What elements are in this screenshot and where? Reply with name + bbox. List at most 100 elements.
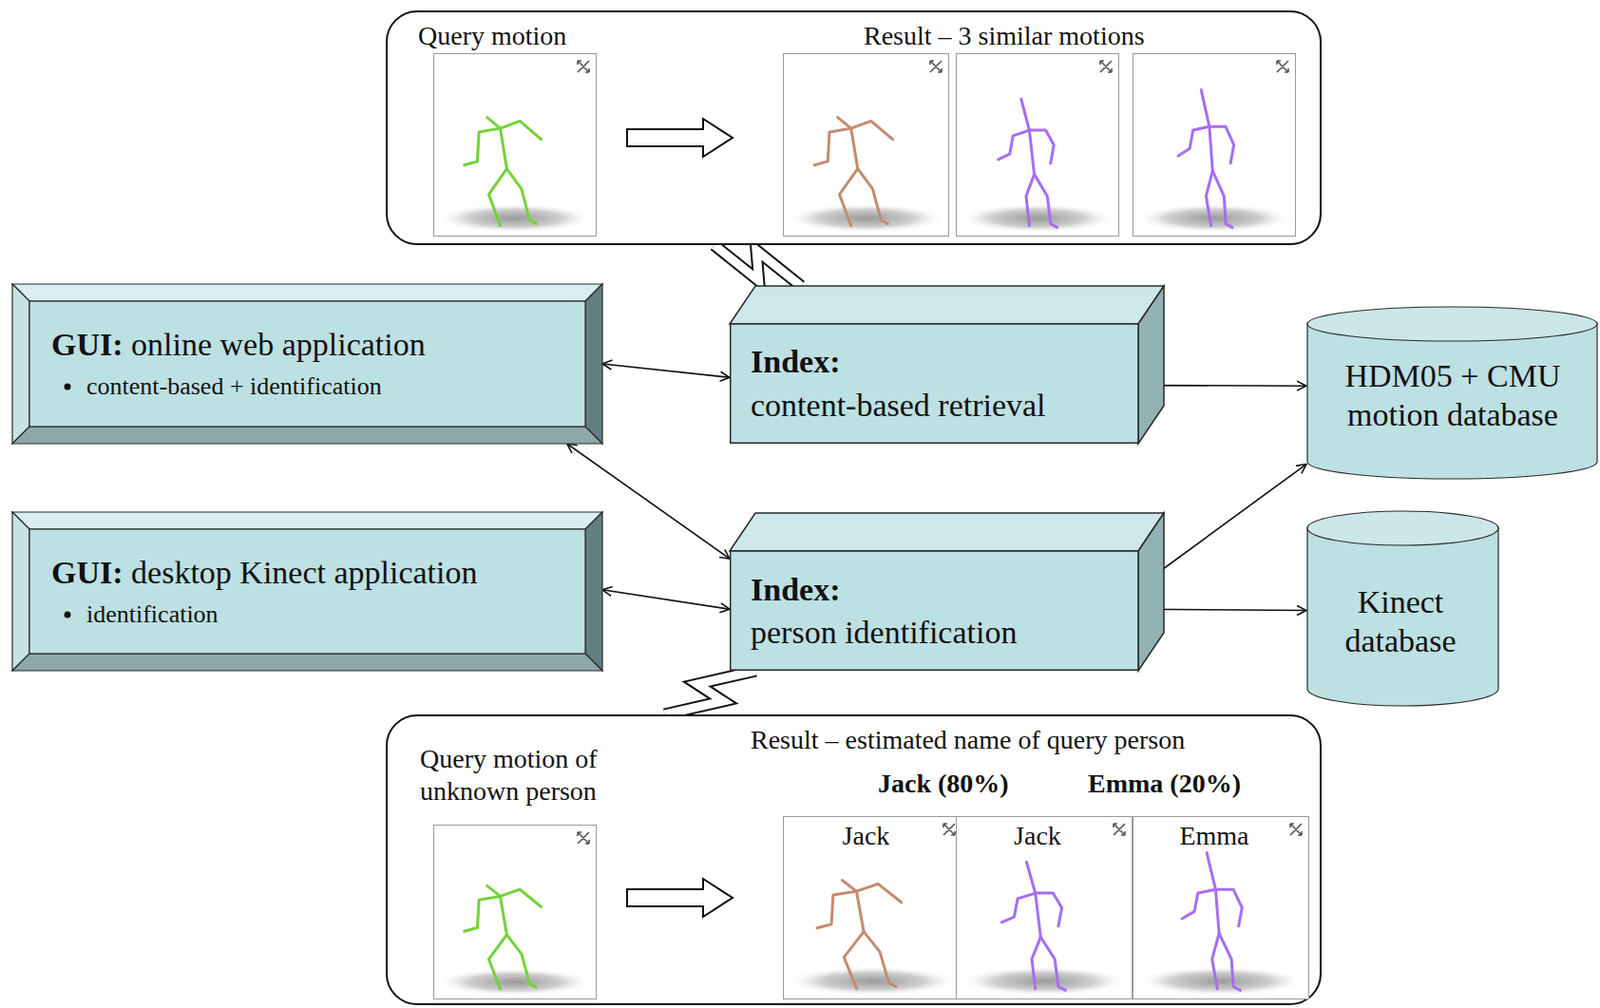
text-line: HDM05 + CMU motion database [1324, 357, 1581, 436]
double-arrow [602, 590, 730, 610]
gui-box: GUI:online web application content-based … [12, 284, 603, 444]
skeleton-bone [1031, 936, 1041, 989]
skeleton-bone [506, 169, 536, 225]
skeleton-bone [487, 117, 501, 130]
skeleton-bone [1215, 889, 1220, 934]
motion-frame [1133, 54, 1296, 237]
skeleton-bone [1200, 90, 1210, 128]
heading-text: Jack (80%) [877, 768, 1010, 799]
skeleton-bone [1001, 893, 1062, 927]
skeleton-bone [1021, 98, 1030, 131]
heading-text: GUI: [51, 326, 124, 362]
label-text: Result – 3 similar motions [863, 20, 1145, 51]
heading-text: Emma (20%) [1087, 768, 1241, 799]
floor-shadow [1136, 966, 1307, 996]
motion-figure [786, 60, 947, 233]
text-line: Jack [782, 819, 950, 853]
callout-panel: Query motion Result – 3 similar motions [385, 10, 1322, 246]
motion-frame [783, 817, 963, 1000]
label-text: content-based + identification [86, 372, 382, 400]
icon-stroke [577, 60, 590, 73]
text-line: Query motion of unknown person [419, 742, 639, 807]
result-frame: Jack [955, 816, 1133, 1000]
skeleton-bone [1181, 889, 1242, 927]
heading-text: Index: [750, 571, 840, 608]
double-arrow [602, 363, 730, 378]
label-text: content-based retrieval [750, 387, 1047, 423]
motion-figure [436, 60, 593, 233]
icon-stroke [1100, 60, 1112, 73]
skeleton-bone [1206, 853, 1216, 891]
motion-frame [1133, 817, 1310, 1000]
icon-stroke [577, 832, 590, 844]
label-text: Emma [1179, 820, 1249, 851]
motion-frame [434, 54, 597, 237]
icon-stroke [943, 823, 955, 836]
skeleton-bone [1209, 126, 1213, 171]
motion-frame [783, 54, 950, 237]
text-line: Result – 3 similar motions [863, 19, 1145, 53]
bevel-face [12, 512, 30, 671]
skeleton-bone [1035, 893, 1042, 937]
text-line: Emma (20%) [1087, 767, 1241, 800]
floor-shadow [786, 203, 947, 233]
bullet [64, 611, 72, 619]
callout-border [386, 715, 1321, 1005]
skeleton-bone [838, 117, 852, 130]
label-text: Jack [842, 820, 891, 851]
skeleton-bone [1028, 130, 1034, 174]
label-text: online web application [131, 326, 426, 362]
label-text: Kinect database [1344, 584, 1456, 659]
rotate-icon [1276, 60, 1289, 73]
rotate-icon [577, 832, 590, 844]
skeleton-bone [1212, 933, 1220, 990]
motion-figure [958, 60, 1116, 233]
cylinder-body [1307, 527, 1499, 706]
motion-frame [956, 817, 1133, 1000]
motion-figure [436, 832, 593, 996]
callout-panel: Jack Jack Emma Query motion of unknown pers… [385, 714, 1322, 1006]
skeleton-bone [1040, 936, 1066, 991]
skeleton-bone [488, 934, 507, 990]
skeleton-bone [1205, 171, 1213, 227]
skeleton-bone [1212, 171, 1233, 229]
label-text: Query motion [418, 20, 567, 51]
box-top [729, 285, 1164, 324]
floor-shadow [959, 966, 1130, 996]
bevel-face [585, 512, 603, 671]
label-text: HDM05 + CMU motion database [1345, 358, 1562, 433]
bevel-inner [29, 529, 586, 654]
lightning-outline [714, 245, 801, 286]
text-line: GUI:desktop Kinect application [51, 553, 478, 593]
box-side [1138, 513, 1164, 671]
box-top [729, 513, 1164, 552]
icon-stroke [1276, 60, 1289, 73]
rotate-icon [1113, 823, 1125, 836]
cylinder-body [1307, 323, 1598, 479]
icon-stroke [1113, 823, 1125, 836]
floor-shadow [958, 203, 1116, 233]
motion-frame [956, 54, 1120, 237]
label-text: Jack [1013, 820, 1062, 851]
motion-figure [1135, 60, 1293, 233]
skeleton-bone [856, 891, 864, 932]
text-line: Jack [955, 819, 1120, 853]
connector-group [714, 245, 801, 286]
callout-border [386, 11, 1321, 245]
skeleton-bone [488, 169, 507, 227]
database-cylinder: Kinect database [1306, 510, 1500, 707]
skeleton-bone [857, 169, 889, 225]
skeleton-bone [851, 128, 858, 169]
bevel-face [12, 512, 603, 530]
skeleton-bone [1178, 126, 1234, 164]
floor-shadow [436, 203, 593, 233]
connector-group [665, 670, 757, 715]
motion-frame [434, 825, 597, 1000]
bevel-face [12, 426, 603, 444]
hollow-arrow [627, 118, 733, 157]
skeleton-bone [506, 934, 536, 988]
bevel-face [12, 284, 30, 444]
text-line: GUI:online web application [51, 325, 426, 365]
hollow-arrow [627, 878, 733, 917]
